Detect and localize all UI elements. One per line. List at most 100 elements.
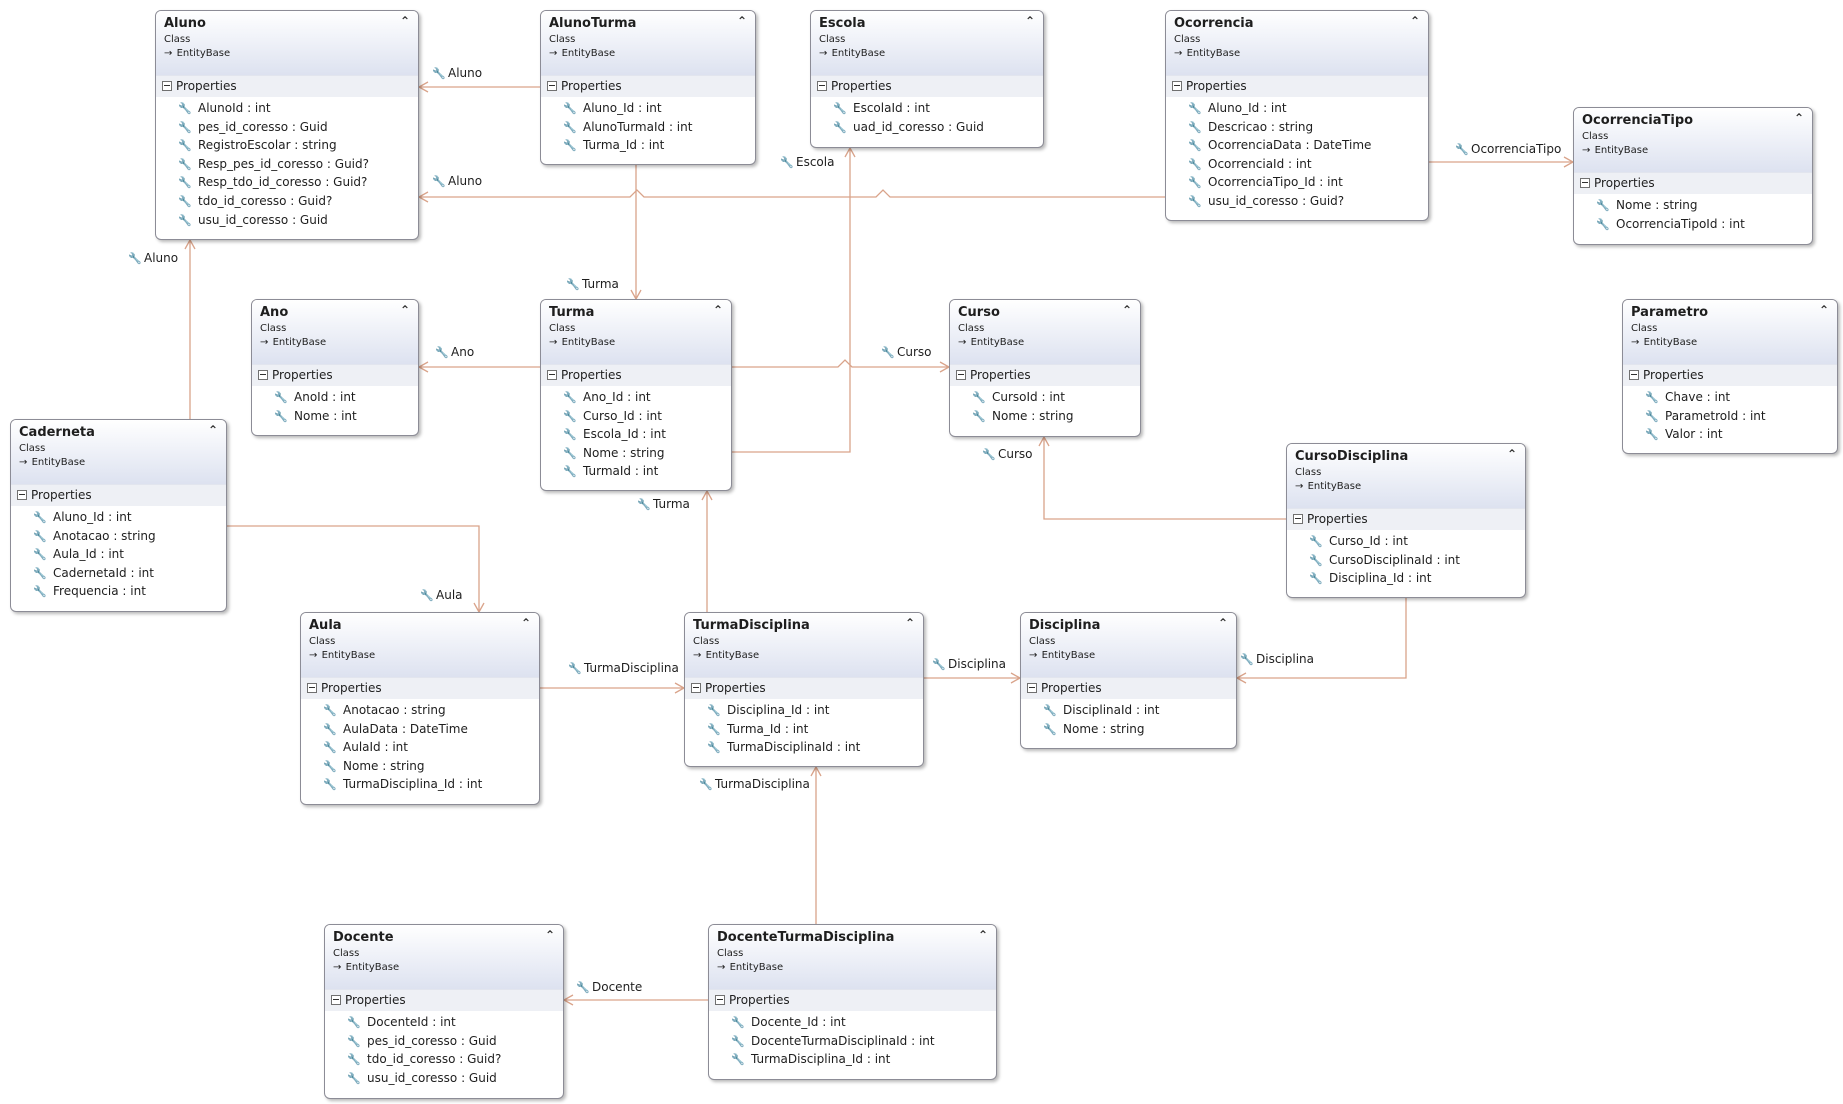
collapse-chevron-icon[interactable]: ⌃ — [1217, 616, 1228, 630]
property-row[interactable]: 🔧TurmaId : int — [541, 462, 731, 481]
property-row[interactable]: 🔧CursoDisciplinaId : int — [1287, 551, 1525, 570]
property-row[interactable]: 🔧Turma_Id : int — [541, 136, 755, 155]
collapse-minus-icon[interactable] — [1580, 178, 1590, 188]
property-row[interactable]: 🔧Resp_pes_id_coresso : Guid? — [156, 155, 418, 174]
properties-section-header[interactable]: Properties — [156, 75, 418, 97]
property-row[interactable]: 🔧TurmaDisciplina_Id : int — [709, 1050, 996, 1069]
property-row[interactable]: 🔧Aluno_Id : int — [1166, 99, 1428, 118]
property-row[interactable]: 🔧Aula_Id : int — [11, 545, 226, 564]
association-turma-to-escola[interactable] — [732, 148, 851, 453]
property-row[interactable]: 🔧usu_id_coresso : Guid — [156, 211, 418, 230]
property-row[interactable]: 🔧DisciplinaId : int — [1021, 701, 1236, 720]
property-row[interactable]: 🔧Escola_Id : int — [541, 425, 731, 444]
property-row[interactable]: 🔧Disciplina_Id : int — [1287, 569, 1525, 588]
collapse-chevron-icon[interactable]: ⌃ — [520, 616, 531, 630]
property-row[interactable]: 🔧Aluno_Id : int — [541, 99, 755, 118]
properties-section-header[interactable]: Properties — [811, 75, 1043, 97]
property-row[interactable]: 🔧Nome : string — [1021, 720, 1236, 739]
collapse-chevron-icon[interactable]: ⌃ — [736, 14, 747, 28]
collapse-minus-icon[interactable] — [331, 995, 341, 1005]
properties-section-header[interactable]: Properties — [1166, 75, 1428, 97]
collapse-minus-icon[interactable] — [1027, 683, 1037, 693]
properties-section-header[interactable]: Properties — [685, 677, 923, 699]
collapse-minus-icon[interactable] — [162, 81, 172, 91]
property-row[interactable]: 🔧Curso_Id : int — [541, 407, 731, 426]
association-cursodisciplina-to-disciplina[interactable] — [1237, 598, 1407, 679]
property-row[interactable]: 🔧Curso_Id : int — [1287, 532, 1525, 551]
property-row[interactable]: 🔧Chave : int — [1623, 388, 1837, 407]
property-row[interactable]: 🔧tdo_id_coresso : Guid? — [325, 1050, 563, 1069]
property-row[interactable]: 🔧Nome : int — [252, 407, 418, 426]
collapse-chevron-icon[interactable]: ⌃ — [1024, 14, 1035, 28]
property-row[interactable]: 🔧Disciplina_Id : int — [685, 701, 923, 720]
collapse-minus-icon[interactable] — [956, 370, 966, 380]
collapse-chevron-icon[interactable]: ⌃ — [1818, 303, 1829, 317]
properties-section-header[interactable]: Properties — [1623, 364, 1837, 386]
property-row[interactable]: 🔧OcorrenciaData : DateTime — [1166, 136, 1428, 155]
property-row[interactable]: 🔧DocenteTurmaDisciplinaId : int — [709, 1032, 996, 1051]
properties-section-header[interactable]: Properties — [325, 989, 563, 1011]
property-row[interactable]: 🔧Frequencia : int — [11, 582, 226, 601]
property-row[interactable]: 🔧usu_id_coresso : Guid? — [1166, 192, 1428, 211]
properties-section-header[interactable]: Properties — [252, 364, 418, 386]
collapse-chevron-icon[interactable]: ⌃ — [1793, 111, 1804, 125]
property-row[interactable]: 🔧AulaData : DateTime — [301, 720, 539, 739]
property-row[interactable]: 🔧CadernetaId : int — [11, 564, 226, 583]
property-row[interactable]: 🔧RegistroEscolar : string — [156, 136, 418, 155]
property-row[interactable]: 🔧Anotacao : string — [301, 701, 539, 720]
collapse-minus-icon[interactable] — [307, 683, 317, 693]
association-caderneta-to-aula[interactable] — [227, 525, 480, 612]
property-row[interactable]: 🔧pes_id_coresso : Guid — [325, 1032, 563, 1051]
collapse-minus-icon[interactable] — [547, 370, 557, 380]
property-row[interactable]: 🔧Ano_Id : int — [541, 388, 731, 407]
collapse-minus-icon[interactable] — [1293, 514, 1303, 524]
property-row[interactable]: 🔧Docente_Id : int — [709, 1013, 996, 1032]
property-row[interactable]: 🔧TurmaDisciplinaId : int — [685, 738, 923, 757]
property-row[interactable]: 🔧pes_id_coresso : Guid — [156, 118, 418, 137]
collapse-minus-icon[interactable] — [691, 683, 701, 693]
collapse-chevron-icon[interactable]: ⌃ — [399, 303, 410, 317]
property-row[interactable]: 🔧Descricao : string — [1166, 118, 1428, 137]
property-row[interactable]: 🔧DocenteId : int — [325, 1013, 563, 1032]
properties-section-header[interactable]: Properties — [950, 364, 1140, 386]
property-row[interactable]: 🔧Anotacao : string — [11, 527, 226, 546]
properties-section-header[interactable]: Properties — [709, 989, 996, 1011]
properties-section-header[interactable]: Properties — [541, 75, 755, 97]
property-row[interactable]: 🔧Resp_tdo_id_coresso : Guid? — [156, 173, 418, 192]
properties-section-header[interactable]: Properties — [1021, 677, 1236, 699]
property-row[interactable]: 🔧Nome : string — [301, 757, 539, 776]
collapse-chevron-icon[interactable]: ⌃ — [977, 928, 988, 942]
property-row[interactable]: 🔧TurmaDisciplina_Id : int — [301, 775, 539, 794]
properties-section-header[interactable]: Properties — [1287, 508, 1525, 530]
property-row[interactable]: 🔧Aluno_Id : int — [11, 508, 226, 527]
property-row[interactable]: 🔧AlunoId : int — [156, 99, 418, 118]
property-row[interactable]: 🔧CursoId : int — [950, 388, 1140, 407]
collapse-minus-icon[interactable] — [1629, 370, 1639, 380]
